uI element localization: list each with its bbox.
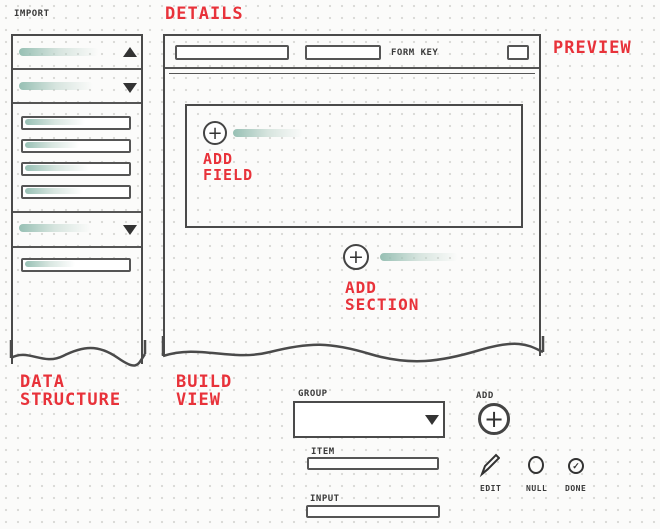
add-section-icon[interactable]: + [343,244,369,270]
input-row[interactable] [21,258,131,272]
preview-button[interactable] [507,45,529,60]
group-3-placeholder [19,224,91,232]
input-legend-label: INPUT [310,494,340,504]
add-section-annotation: ADD SECTION [345,278,420,314]
group-2-placeholder [19,82,93,90]
add-field-icon[interactable]: + [203,121,227,145]
item-legend-label: ITEM [311,447,335,457]
torn-edge-left [9,340,147,367]
details-input[interactable] [305,45,381,60]
add-field-annotation: ADD FIELD [203,150,254,184]
add-legend-label: ADD [476,391,494,401]
form-section: + ADD FIELD [185,104,523,228]
build-view-annotation: BUILD VIEW [176,372,233,410]
item-row[interactable] [21,116,131,130]
item-legend-sample [307,457,439,470]
form-key-label: FORM KEY [391,48,439,58]
group-1-placeholder [19,48,99,56]
item-row[interactable] [21,162,131,176]
edit-legend-label: EDIT [480,484,502,493]
add-legend-icon: + [478,403,510,435]
null-legend-label: NULL [526,484,548,493]
pencil-icon [479,453,500,478]
form-name-input[interactable] [175,45,289,60]
expand-icon[interactable] [123,83,137,93]
null-icon [528,456,544,474]
expand-icon[interactable] [123,225,137,235]
group-legend-label: GROUP [298,389,328,399]
data-structure-annotation: DATA STRUCTURE [20,372,122,410]
section-placeholder [380,253,458,261]
item-row[interactable] [21,139,131,153]
torn-edge-main [161,336,545,363]
expand-icon [425,415,439,425]
input-legend-sample [306,505,440,518]
group-legend-sample [293,401,445,438]
import-label: IMPORT [14,9,50,19]
build-view-panel: FORM KEY + ADD FIELD + ADD SECTION [163,34,541,356]
collapse-icon[interactable] [123,47,137,57]
item-row[interactable] [21,185,131,199]
done-icon: ✓ [568,458,584,474]
field-placeholder [233,129,303,137]
done-legend-label: DONE [565,484,587,493]
preview-annotation: PREVIEW [553,38,632,58]
details-annotation: DETAILS [165,4,244,24]
data-structure-panel [11,34,143,364]
